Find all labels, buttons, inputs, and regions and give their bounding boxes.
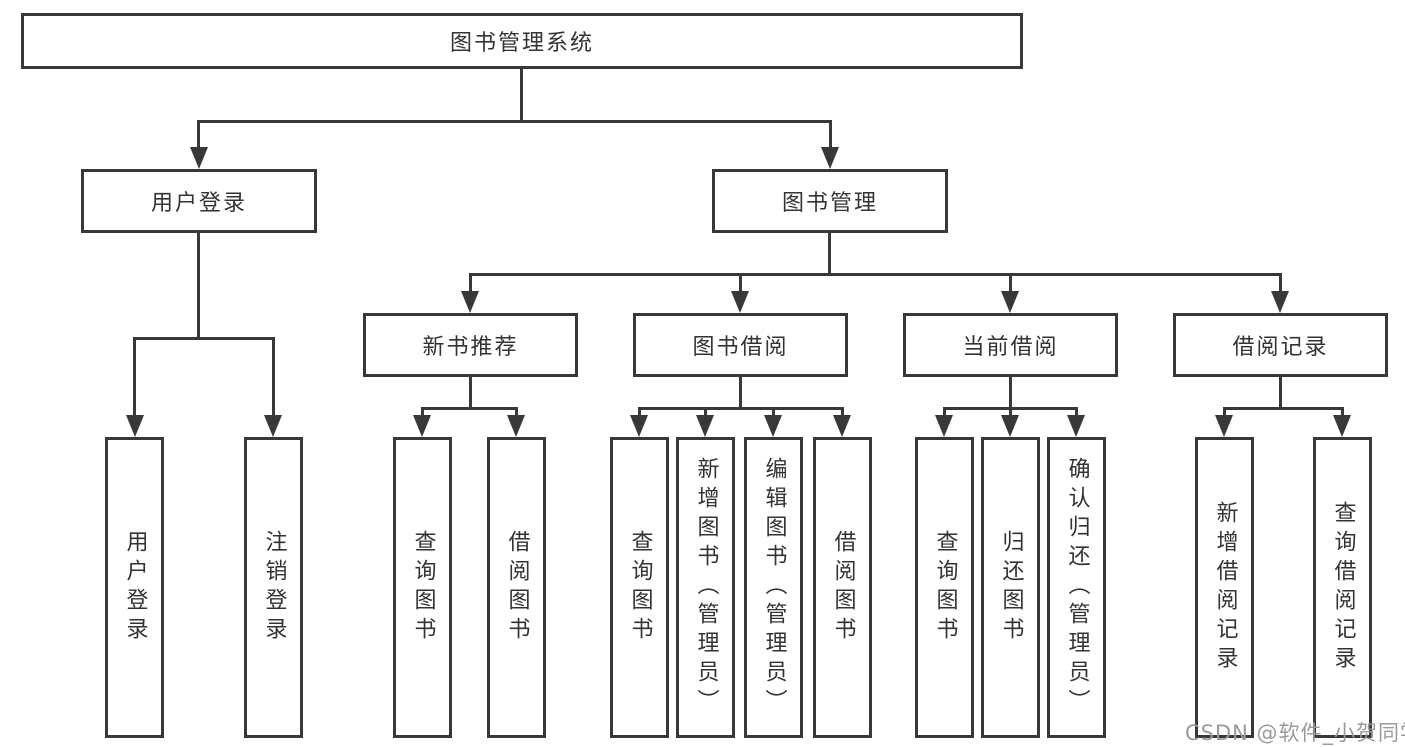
connector-stem-borrow-books-recommend [515, 407, 518, 417]
connector-root-stem [520, 69, 523, 120]
arrowhead-down-borrow-books-recommend-icon [507, 415, 525, 437]
arrowhead-down-leaf-user-login-icon [126, 415, 144, 437]
node-root-library-management-system: 图书管理系统 [21, 13, 1023, 69]
connector-borrowing-bus [638, 407, 844, 410]
node-current-borrowing: 当前借阅 [903, 313, 1118, 377]
connector-current-stem [1009, 377, 1012, 410]
csdn-watermark: CSDN @软件_小贺同学 [1185, 721, 1405, 745]
connector-stem-current-borrowing [1009, 273, 1012, 293]
connector-stem-borrowing-records [1279, 273, 1282, 293]
node-book-borrowing: 图书借阅 [633, 313, 848, 377]
connector-book-management-bus [469, 273, 1282, 276]
arrowhead-down-leaf-logout-icon [264, 415, 282, 437]
connector-stem-book-management [829, 120, 832, 150]
arrowhead-down-edit-book-icon [764, 415, 782, 437]
leaf-borrow-books-recommend: 借阅图书 [487, 437, 546, 738]
connector-records-stem [1279, 377, 1282, 410]
node-book-management: 图书管理 [712, 169, 948, 233]
connector-records-bus [1223, 407, 1344, 410]
connector-stem-query-books-borrowing [638, 407, 641, 417]
arrowhead-down-query-books-current-icon [935, 415, 953, 437]
connector-stem-confirm-return [1075, 407, 1078, 417]
connector-stem-new-book-recommend [469, 273, 472, 293]
connector-book-management-stem [828, 233, 831, 276]
connector-stem-add-book [704, 407, 707, 417]
arrowhead-down-add-borrow-record-icon [1215, 415, 1233, 437]
connector-stem-query-books-recommend [421, 407, 424, 417]
connector-borrowing-stem [739, 377, 742, 410]
leaf-add-borrow-record: 新增借阅记录 [1195, 437, 1254, 738]
arrowhead-down-add-book-icon [696, 415, 714, 437]
arrowhead-down-query-borrow-record-icon [1333, 415, 1351, 437]
connector-user-login-bus [133, 337, 275, 340]
connector-root-bus [197, 120, 832, 123]
connector-stem-query-borrow-record [1341, 407, 1344, 417]
node-user-login: 用户登录 [81, 169, 317, 233]
leaf-add-book-admin: 新增图书（管理员） [676, 437, 735, 738]
connector-stem-book-borrowing [739, 273, 742, 293]
leaf-confirm-return-admin: 确认归还（管理员） [1047, 437, 1106, 738]
leaf-user-login: 用户登录 [105, 437, 164, 738]
connector-stem-query-books-current [943, 407, 946, 417]
leaf-query-borrow-record: 查询借阅记录 [1313, 437, 1372, 738]
connector-stem-user-login [197, 120, 200, 150]
leaf-return-books: 归还图书 [981, 437, 1040, 738]
connector-stem-leaf-user-login [133, 337, 136, 417]
leaf-query-books-recommend: 查询图书 [393, 437, 452, 738]
connector-user-login-stem [197, 233, 200, 340]
connector-stem-edit-book [772, 407, 775, 417]
node-borrowing-records: 借阅记录 [1173, 313, 1388, 377]
arrowhead-down-confirm-return-icon [1067, 415, 1085, 437]
arrowhead-down-query-books-recommend-icon [413, 415, 431, 437]
arrowhead-down-current-borrowing-icon [1001, 291, 1019, 313]
connector-stem-leaf-logout [272, 337, 275, 417]
arrowhead-down-book-management-icon [821, 147, 839, 169]
arrowhead-down-borrowing-records-icon [1271, 291, 1289, 313]
connector-recommend-bus [421, 407, 518, 410]
connector-stem-borrow-books-borrowing [841, 407, 844, 417]
arrowhead-down-return-books-icon [1001, 415, 1019, 437]
connector-stem-add-borrow-record [1223, 407, 1226, 417]
arrowhead-down-user-login-icon [190, 147, 208, 169]
leaf-query-books-borrowing: 查询图书 [610, 437, 669, 738]
node-new-book-recommend: 新书推荐 [363, 313, 578, 377]
arrowhead-down-borrow-books-borrowing-icon [833, 415, 851, 437]
arrowhead-down-book-borrowing-icon [731, 291, 749, 313]
arrowhead-down-new-book-recommend-icon [461, 291, 479, 313]
leaf-query-books-current: 查询图书 [915, 437, 974, 738]
leaf-logout-login: 注销登录 [244, 437, 303, 738]
connector-stem-return-books [1009, 407, 1012, 417]
connector-recommend-stem [469, 377, 472, 410]
leaf-edit-book-admin: 编辑图书（管理员） [744, 437, 803, 738]
leaf-borrow-books-borrowing: 借阅图书 [813, 437, 872, 738]
arrowhead-down-query-books-borrowing-icon [630, 415, 648, 437]
